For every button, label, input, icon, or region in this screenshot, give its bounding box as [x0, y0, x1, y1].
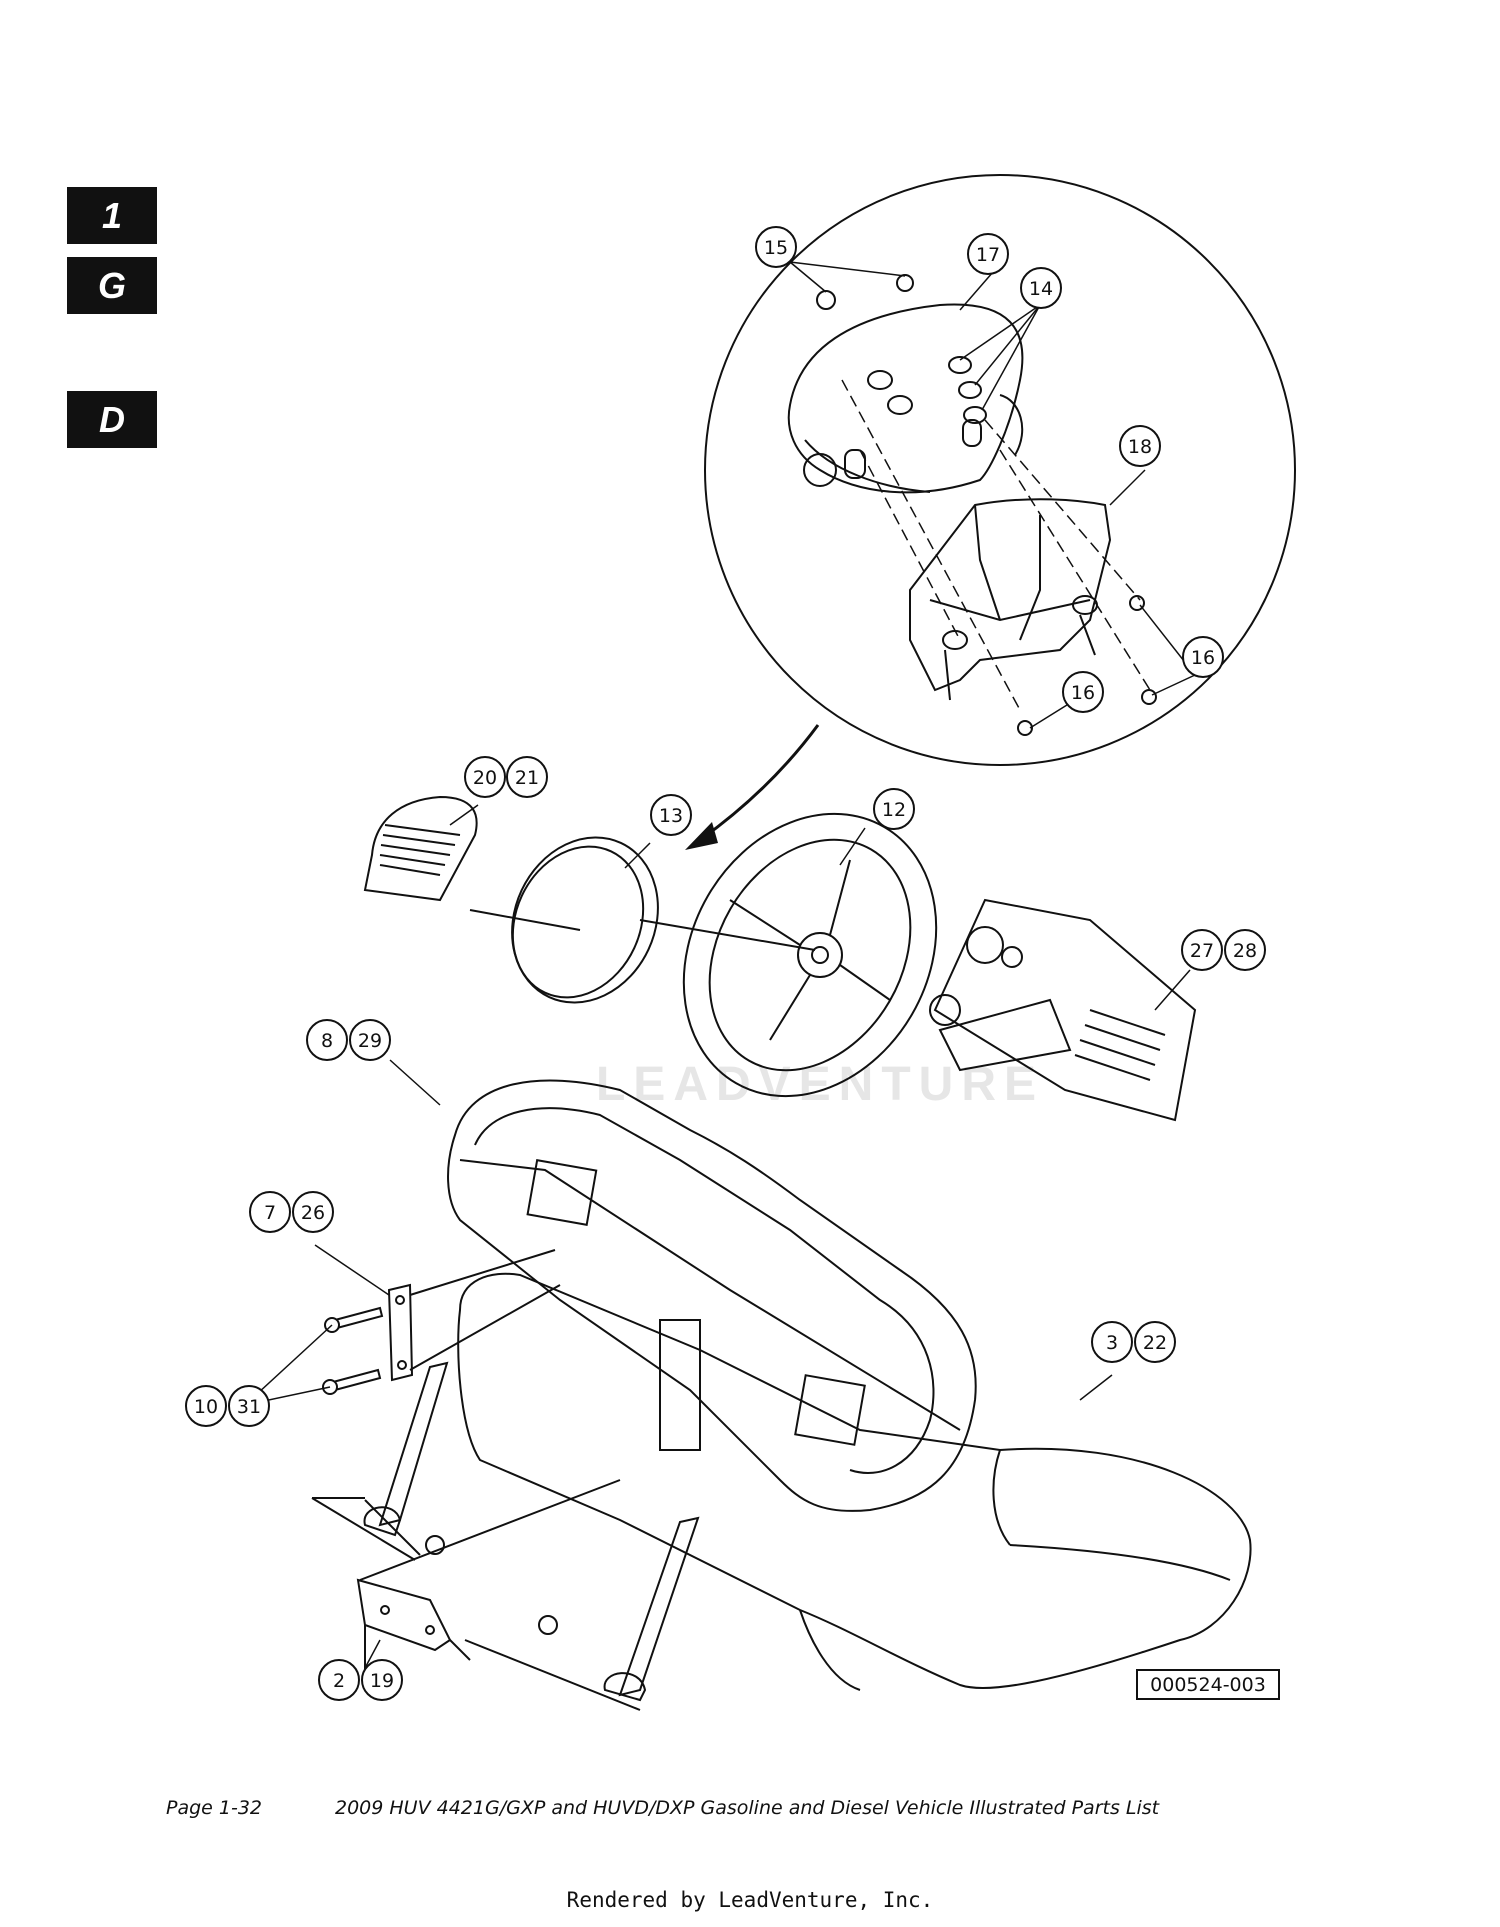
svg-text:10: 10 [194, 1396, 218, 1418]
callout-29: 29 [349, 1019, 391, 1061]
callout-21: 21 [506, 756, 548, 798]
callout-17: 17 [967, 233, 1009, 275]
svg-text:17: 17 [976, 244, 1000, 266]
callout-27: 27 [1181, 929, 1223, 971]
seat-support-arms [311, 1361, 700, 1711]
callout-14: 14 [1020, 267, 1062, 309]
callout-3: 3 [1091, 1321, 1133, 1363]
section-tab-1: 1 [67, 187, 157, 244]
callout-15: 15 [755, 226, 797, 268]
callouts: 15 17 14 18 16 16 20 21 13 12 27 28 8 29… [185, 226, 1266, 1701]
horn-cap-13 [511, 836, 816, 1004]
svg-text:12: 12 [882, 799, 906, 821]
svg-text:18: 18 [1128, 436, 1152, 458]
svg-text:26: 26 [301, 1202, 325, 1224]
document-title: 2009 HUV 4421G/GXP and HUVD/DXP Gasoline… [335, 1797, 1160, 1819]
svg-text:19: 19 [370, 1670, 394, 1692]
svg-text:28: 28 [1233, 940, 1257, 962]
svg-text:2: 2 [333, 1670, 345, 1692]
callout-16: 16 [1062, 671, 1104, 713]
svg-text:3: 3 [1106, 1332, 1118, 1354]
svg-text:000524-003: 000524-003 [1150, 1674, 1266, 1696]
callout-10: 10 [185, 1385, 227, 1427]
svg-text:16: 16 [1071, 682, 1095, 704]
svg-text:21: 21 [515, 767, 539, 789]
callout-22: 22 [1134, 1321, 1176, 1363]
callout-31: 31 [228, 1385, 270, 1427]
steering-bracket-lower [909, 498, 1112, 701]
svg-text:8: 8 [321, 1030, 333, 1052]
callout-16: 16 [1182, 636, 1224, 678]
svg-text:13: 13 [659, 805, 683, 827]
seat-bottom-3-22 [457, 1272, 1252, 1691]
callout-12: 12 [873, 788, 915, 830]
callout-7: 7 [249, 1191, 291, 1233]
rendered-by-credit: Rendered by LeadVenture, Inc. [566, 1888, 934, 1912]
section-tab-g: G [67, 257, 157, 314]
watermark: LEADVENTURE [596, 1058, 1044, 1111]
callout-13: 13 [650, 794, 692, 836]
nut-15 [816, 274, 914, 310]
detail-circle [685, 174, 1296, 850]
dash-panel-27-28 [929, 898, 1197, 1122]
steering-cover-upper [787, 303, 1024, 494]
leader-lines [244, 261, 1196, 1669]
svg-text:22: 22 [1143, 1332, 1167, 1354]
svg-text:27: 27 [1190, 940, 1214, 962]
section-tab-d: D [67, 391, 157, 448]
callout-8: 8 [306, 1019, 348, 1061]
callout-2: 2 [318, 1659, 360, 1701]
callout-20: 20 [464, 756, 506, 798]
arrow-head-icon [685, 822, 718, 850]
svg-text:31: 31 [237, 1396, 261, 1418]
svg-text:29: 29 [358, 1030, 382, 1052]
svg-text:7: 7 [264, 1202, 276, 1224]
callout-26: 26 [292, 1191, 334, 1233]
callout-18: 18 [1119, 425, 1161, 467]
bracket-7-26 [387, 1249, 561, 1382]
decal-20-21 [363, 795, 581, 931]
bolt-10-31 [322, 1306, 384, 1395]
callout-19: 19 [361, 1659, 403, 1701]
svg-text:20: 20 [473, 767, 497, 789]
seat-back-8-29 [447, 1079, 977, 1512]
svg-text:16: 16 [1191, 647, 1215, 669]
callout-28: 28 [1224, 929, 1266, 971]
svg-text:15: 15 [764, 237, 788, 259]
assembly-guides [841, 379, 1151, 711]
page-number: Page 1-32 [166, 1797, 263, 1819]
svg-text:14: 14 [1029, 278, 1053, 300]
figure-id: 000524-003 [1136, 1669, 1280, 1700]
